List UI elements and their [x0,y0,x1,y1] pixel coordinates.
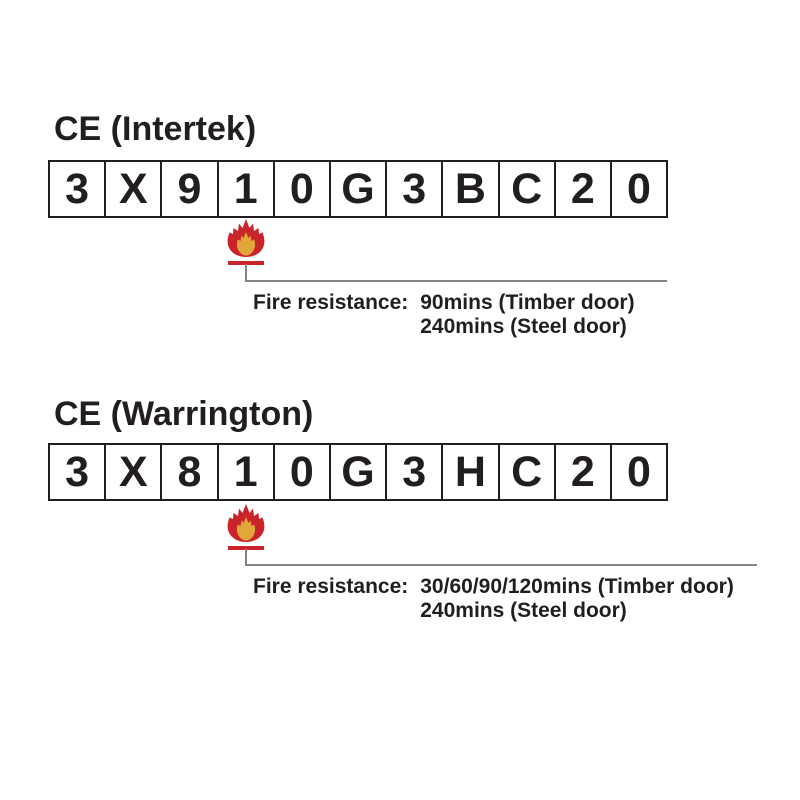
code-cell: 3 [65,447,90,496]
code-cell: 9 [160,162,216,216]
section-title-intertek: CE (Intertek) [54,110,257,148]
connector-horizontal-line [245,564,757,566]
code-cell: H [441,445,497,499]
code-cell: 0 [272,445,329,499]
code-cell: 0 [609,445,666,499]
code-cell: G [328,445,385,499]
code-cell: C [497,445,554,499]
fire-resistance-label: Fire resistance: [253,575,409,598]
code-row-warrington: 3 X 8 1 0 G 3 H C 2 0 [48,443,668,501]
fire-resistance-label: Fire resistance: [253,291,409,314]
fire-resistance-note-intertek: Fire resistance: 90mins (Timber door) 24… [253,291,635,339]
section-title-warrington: CE (Warrington) [54,395,314,433]
code-cell: G [328,162,385,216]
code-cell: 3 [385,162,441,216]
code-row-intertek: 3 X 9 1 0 G 3 B C 2 0 [48,160,668,218]
connector-vertical-line [245,264,247,282]
code-cell: B [441,162,497,216]
code-cell: 2 [553,445,610,499]
code-cell: 3 [65,164,90,213]
code-cell: X [104,445,160,499]
fire-resistance-timber: 30/60/90/120mins (Timber door) [420,575,734,598]
code-cell-fire-rating: 1 [216,162,273,216]
fire-resistance-timber: 90mins (Timber door) [420,291,635,314]
connector-vertical-line [245,549,247,566]
connector-horizontal-line [245,280,667,282]
code-cell: 0 [609,162,666,216]
code-cell: 2 [553,162,610,216]
flame-icon [227,219,265,265]
fire-resistance-steel: 240mins (Steel door) [420,599,627,622]
fire-resistance-note-warrington: Fire resistance: 30/60/90/120mins (Timbe… [253,575,734,623]
code-cell: 3 [385,445,441,499]
code-cell: C [497,162,554,216]
code-cell-fire-rating: 1 [216,445,273,499]
code-cell: X [104,162,160,216]
code-cell: 0 [272,162,329,216]
code-cell: 8 [160,445,216,499]
fire-resistance-steel: 240mins (Steel door) [420,315,627,338]
flame-icon [227,504,265,550]
